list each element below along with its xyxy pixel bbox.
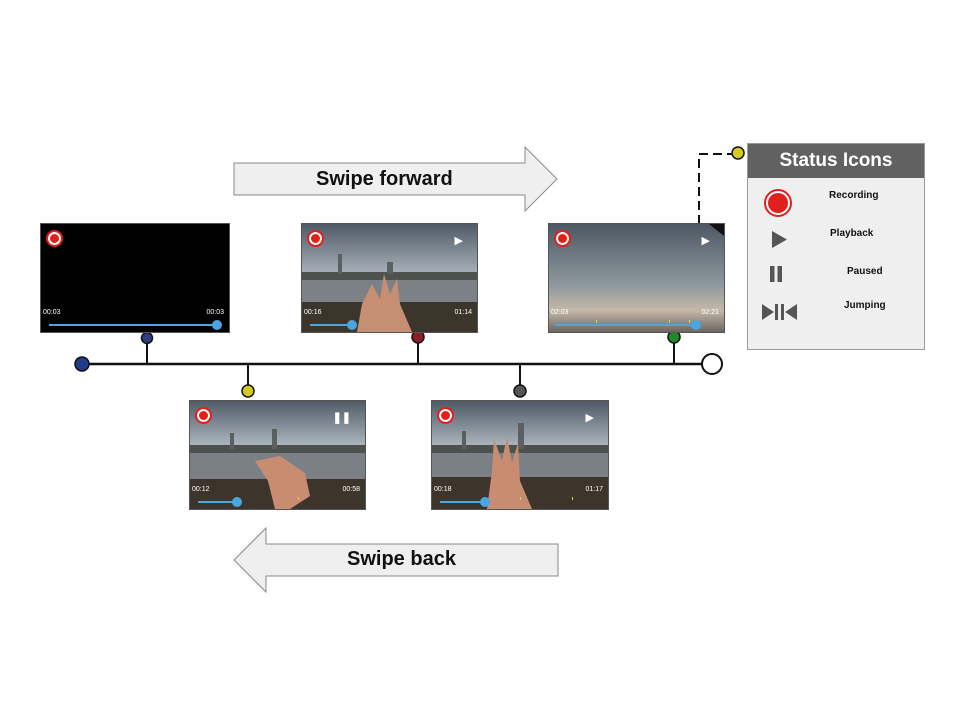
elapsed-time: 00:18 bbox=[434, 486, 452, 493]
legend-title: Status Icons bbox=[748, 144, 924, 178]
timeline-node-2 bbox=[241, 384, 255, 398]
timeline-start-node bbox=[74, 356, 90, 372]
jump-marker bbox=[596, 320, 597, 323]
elapsed-time: 02:03 bbox=[551, 309, 569, 316]
legend-label-jumping: Jumping bbox=[844, 300, 886, 311]
jump-marker bbox=[669, 320, 670, 323]
legend-icons bbox=[762, 189, 797, 320]
video-scene bbox=[549, 224, 724, 332]
video-scene bbox=[190, 401, 365, 509]
progress-bar[interactable] bbox=[198, 497, 242, 507]
play-icon: ▶ bbox=[454, 235, 463, 247]
swipe-forward-label: Swipe forward bbox=[316, 168, 453, 190]
total-time: 01:17 bbox=[585, 486, 603, 493]
jump-marker bbox=[520, 497, 521, 500]
elapsed-time: 00:03 bbox=[43, 309, 61, 316]
progress-bar[interactable] bbox=[555, 320, 701, 330]
play-icon: ▶ bbox=[701, 235, 710, 247]
video-frame-5[interactable]: ▶ 00:18 01:17 bbox=[431, 400, 609, 510]
timeline-node-1 bbox=[140, 331, 154, 345]
swipe-forward-arrow bbox=[233, 145, 558, 213]
video-frame-2[interactable]: ▶ 00:16 01:14 bbox=[301, 223, 478, 333]
jumping-icon bbox=[762, 304, 797, 320]
legend-label-playback: Playback bbox=[830, 228, 874, 239]
recording-icon bbox=[47, 231, 62, 246]
recording-icon bbox=[308, 231, 323, 246]
recording-icon bbox=[196, 408, 211, 423]
jump-marker bbox=[298, 497, 299, 500]
jump-marker bbox=[689, 320, 690, 323]
progress-knob[interactable] bbox=[347, 320, 357, 330]
total-time: 01:14 bbox=[454, 309, 472, 316]
timeline-node-4 bbox=[513, 384, 527, 398]
progress-knob[interactable] bbox=[232, 497, 242, 507]
timeline-end-node bbox=[701, 353, 723, 375]
legend-connector-node bbox=[731, 146, 745, 160]
recording-icon bbox=[438, 408, 453, 423]
video-frame-3[interactable]: ▶ 02:03 02:21 bbox=[548, 223, 725, 333]
swipe-back-label: Swipe back bbox=[347, 548, 456, 570]
progress-bar[interactable] bbox=[49, 320, 222, 330]
total-time: 00:03 bbox=[206, 309, 224, 316]
playback-icon bbox=[772, 231, 787, 248]
pause-icon: ❚❚ bbox=[332, 412, 351, 424]
total-time: 00:58 bbox=[342, 486, 360, 493]
progress-knob[interactable] bbox=[691, 320, 701, 330]
paused-icon bbox=[770, 266, 782, 282]
legend-label-recording: Recording bbox=[829, 190, 879, 201]
progress-knob[interactable] bbox=[212, 320, 222, 330]
jump-marker bbox=[572, 497, 573, 500]
video-scene bbox=[432, 401, 608, 509]
swipe-back-arrow bbox=[233, 526, 559, 594]
progress-knob[interactable] bbox=[480, 497, 490, 507]
progress-bar[interactable] bbox=[310, 320, 357, 330]
total-time: 02:21 bbox=[701, 309, 719, 316]
play-icon: ▶ bbox=[585, 412, 594, 424]
video-frame-1[interactable]: 00:03 00:03 bbox=[40, 223, 230, 333]
video-frame-4[interactable]: ❚❚ 00:12 00:58 bbox=[189, 400, 366, 510]
recording-icon bbox=[555, 231, 570, 246]
progress-bar[interactable] bbox=[440, 497, 490, 507]
video-scene bbox=[302, 224, 477, 332]
status-icons-legend: Status Icons Recording Playback Paused J… bbox=[747, 143, 925, 350]
elapsed-time: 00:12 bbox=[192, 486, 210, 493]
elapsed-time: 00:16 bbox=[304, 309, 322, 316]
recording-icon bbox=[764, 189, 792, 217]
legend-label-paused: Paused bbox=[847, 266, 883, 277]
